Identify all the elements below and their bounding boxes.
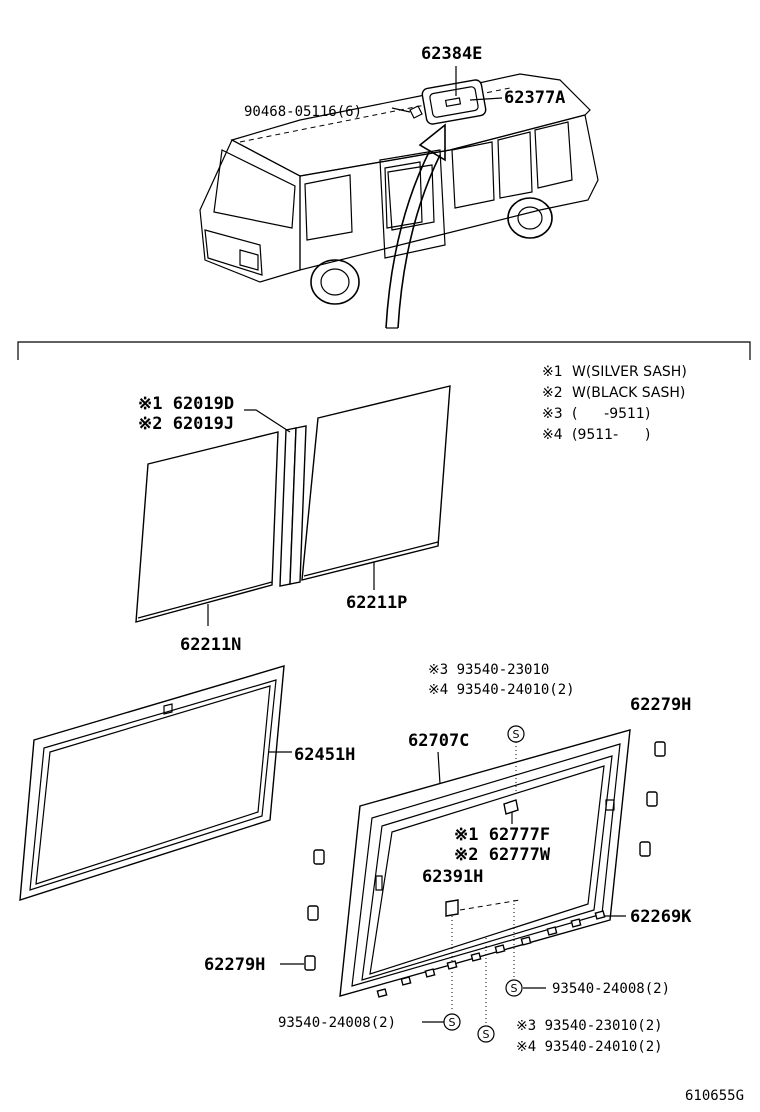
label-93540-24008-right: 93540-24008(2)	[552, 981, 670, 997]
note-2-mark: ※2	[542, 385, 563, 401]
label-62211N: 62211N	[180, 635, 241, 655]
weatherstrip-62451H	[19, 665, 292, 901]
label-93540-23010-top: ※3 93540-23010	[428, 662, 549, 678]
note-1-mark: ※1	[542, 364, 563, 380]
svg-text:S: S	[513, 728, 520, 741]
label-62391H: 62391H	[422, 867, 483, 887]
label-62384E: 62384E	[421, 44, 482, 64]
svg-text:S: S	[511, 982, 518, 995]
note-2-text: W(BLACK SASH)	[572, 385, 685, 401]
screw-icon: S	[507, 725, 525, 743]
label-62777F: ※1 62777F	[454, 825, 550, 845]
note-4-text: (9511- )	[572, 427, 650, 443]
label-62211P: 62211P	[346, 593, 407, 613]
label-93540-24008-left: 93540-24008(2)	[278, 1015, 396, 1031]
note-3-text: ( -9511)	[572, 406, 650, 422]
note-3-mark: ※3	[542, 406, 563, 422]
glass-panels	[135, 385, 451, 626]
label-62269K: 62269K	[630, 907, 692, 927]
notes-legend: ※1 W(SILVER SASH) ※2 W(BLACK SASH) ※3 ( …	[542, 364, 687, 443]
svg-text:S: S	[449, 1016, 456, 1029]
screw-icon: S	[477, 1025, 495, 1043]
svg-text:S: S	[483, 1028, 490, 1041]
label-62377A: 62377A	[504, 88, 565, 108]
note-1-text: W(SILVER SASH)	[572, 364, 687, 380]
label-62707C: 62707C	[408, 731, 469, 751]
label-93540-24010-bottom: ※4 93540-24010(2)	[516, 1039, 663, 1055]
label-62279H-left: 62279H	[204, 955, 265, 975]
label-90468-05116: 90468-05116(6)	[244, 104, 362, 120]
van-illustration	[199, 66, 599, 329]
label-62019J: ※2 62019J	[138, 414, 234, 434]
label-62777W: ※2 62777W	[454, 845, 551, 865]
screw-icon: S	[505, 979, 523, 997]
label-62451H: 62451H	[294, 745, 355, 765]
screw-icon: S	[443, 1013, 461, 1031]
clips	[280, 741, 666, 998]
label-62279H-right: 62279H	[630, 695, 691, 715]
section-bracket	[17, 341, 751, 360]
label-62019D: ※1 62019D	[138, 394, 234, 414]
note-4-mark: ※4	[542, 427, 563, 443]
drawing-id: 610655G	[685, 1088, 744, 1104]
screw-symbols: S S S S	[422, 725, 546, 1043]
label-93540-24010-top: ※4 93540-24010(2)	[428, 682, 575, 698]
label-93540-23010-bottom: ※3 93540-23010(2)	[516, 1018, 663, 1034]
